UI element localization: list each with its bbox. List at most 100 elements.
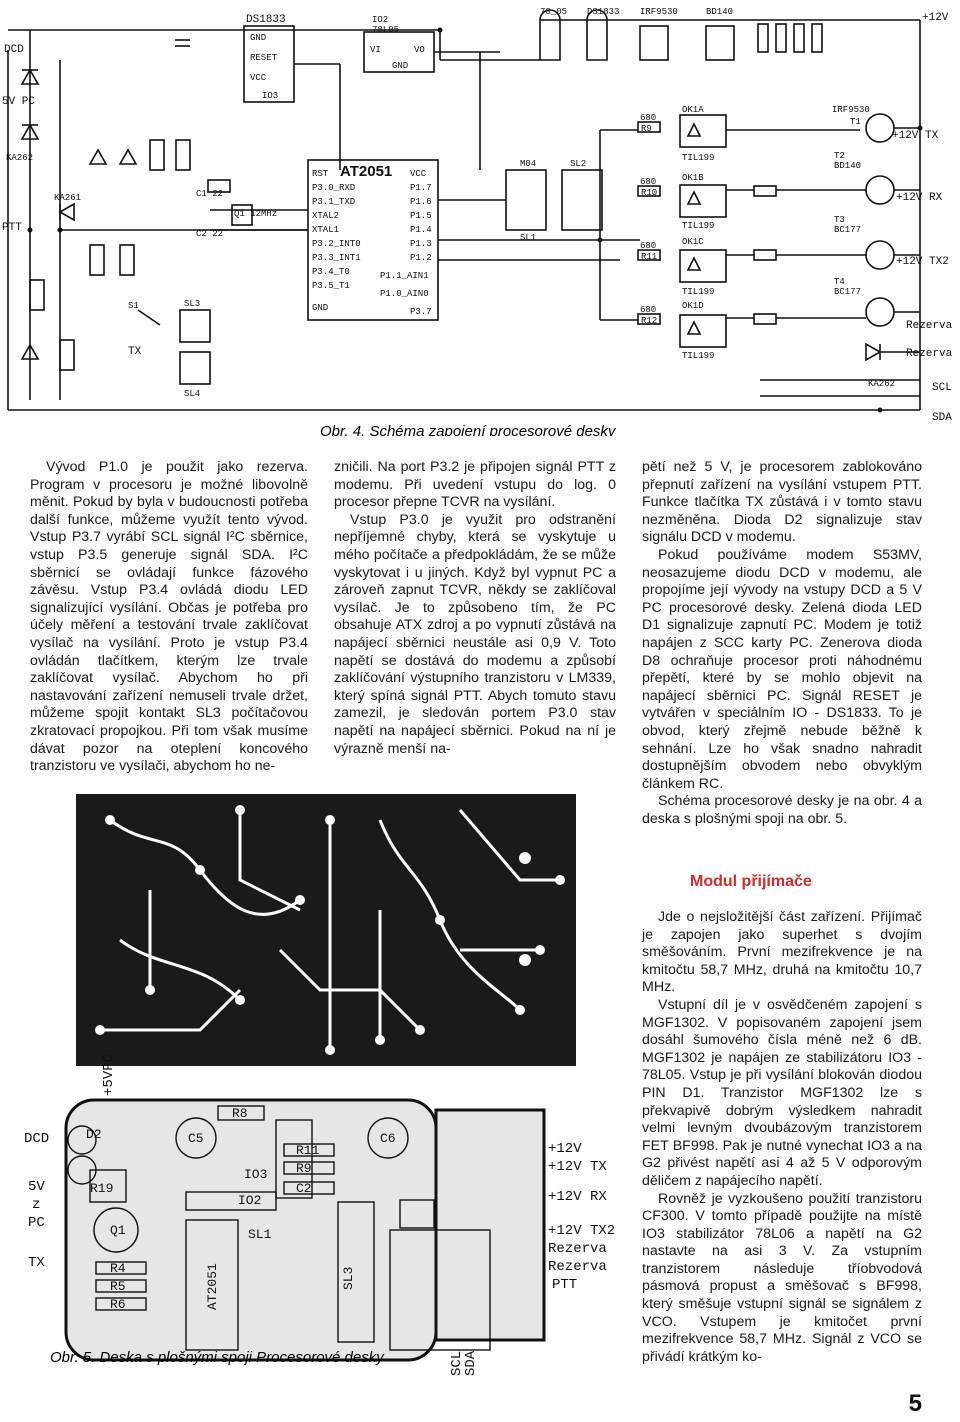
opto-r-ref: R10 (641, 188, 657, 198)
opto-r-ref: R9 (641, 124, 652, 134)
schematic-caption: Obr. 4. Schéma zapojení procesorové desk… (320, 423, 617, 436)
pcb-label-ptt: PTT (552, 1277, 577, 1293)
crystal-label: Q1 12MHz (234, 209, 277, 219)
mcu-pin: XTAL1 (312, 225, 339, 235)
pcb-part-label: C2 (296, 1181, 312, 1196)
schematic-label-sda: SDA (932, 412, 952, 424)
pcb-label-scl: SCL (449, 1351, 465, 1376)
reg-pin: VO (414, 45, 425, 55)
opto-r-value: 680 (640, 177, 656, 187)
opto-r-value: 680 (640, 113, 656, 123)
diode-type: KA262 (868, 379, 895, 389)
opto-type: TIL199 (682, 351, 714, 361)
opto-type: TIL199 (682, 153, 714, 163)
pcb-part-label: D2 (86, 1127, 102, 1142)
mcu-pin: P3.0_RXD (312, 183, 355, 193)
schematic-label-rezerva-1: Rezerva (906, 320, 953, 332)
mcu-pin: P3.3_INT1 (312, 253, 361, 263)
package-label: 78_05 (540, 7, 567, 17)
connector-label: SL3 (184, 299, 200, 309)
transistor-type: IRF9530 (832, 105, 870, 115)
article-column-3b: Jde o nejsložitější část zařízení. Přijí… (642, 909, 922, 1366)
paragraph: zničili. Na port P3.2 je připojen signál… (334, 459, 616, 511)
connector-label: SL2 (570, 159, 586, 169)
pcb-part-label: R19 (90, 1181, 113, 1196)
schematic-label-12v: +12V (922, 12, 949, 24)
paragraph: Jde o nejsložitější část zařízení. Přijí… (642, 909, 922, 996)
mcu-pin: P3.1_TXD (312, 197, 355, 207)
mcu-pin: P3.7 (410, 307, 432, 317)
transistor-ref: T4 (834, 277, 845, 287)
transistor-ref: T2 (834, 151, 845, 161)
paragraph: Schéma procesorové desky je na obr. 4 a … (642, 793, 922, 827)
pcb-part-label: Q1 (110, 1223, 126, 1238)
mcu-pin: P1.3 (410, 239, 432, 249)
opto-r-value: 680 (640, 241, 656, 251)
schematic-label-rezerva-2: Rezerva (906, 348, 953, 360)
package-label: IRF9530 (640, 7, 678, 17)
package-label: BD140 (706, 7, 733, 17)
package-label: DS1833 (587, 7, 619, 17)
mcu-name: AT2051 (340, 163, 392, 180)
pcb-label-dcd: DCD (24, 1131, 49, 1147)
connector-label: M04 (520, 159, 536, 169)
connector-label: SL4 (184, 389, 200, 399)
mcu-pin: P3.4_T0 (312, 267, 350, 277)
pcb-part-label: R4 (110, 1261, 126, 1276)
opto-type: TIL199 (682, 287, 714, 297)
pcb-part-label: R9 (296, 1161, 312, 1176)
switch-label: S1 (128, 301, 139, 311)
schematic-label-12v-rx: +12V RX (896, 192, 943, 204)
paragraph: Rovněž je vyzkoušeno použití tranzistoru… (642, 1190, 922, 1365)
pcb-label-z: z (32, 1197, 40, 1213)
paragraph: Vývod P1.0 je použit jako rezerva. Progr… (30, 459, 308, 775)
pcb-part-label: R8 (232, 1106, 248, 1121)
mcu-pin: GND (312, 303, 328, 313)
pcb-figure: DCD 5V z PC TX +5VPC +12V +12V TX +12V R… (24, 794, 615, 1376)
mcu-pin-labels: RST P3.0_RXD P3.1_TXD XTAL2 XTAL1 P3.2_I… (312, 169, 432, 317)
ds1833-ref: IO3 (262, 91, 278, 101)
opto-ref: OK1C (682, 237, 704, 247)
pcb-label-tx: TX (28, 1255, 45, 1271)
schematic-label-dcd: DCD (4, 44, 24, 56)
mcu-pin: RST (312, 169, 329, 179)
schematic-label-12v-tx: +12V TX (892, 130, 939, 142)
page-number: 5 (908, 1390, 922, 1417)
transistor-type: BC177 (834, 225, 861, 235)
mcu-pin: P1.7 (410, 183, 432, 193)
schematic-label-12v-tx2: +12V TX2 (896, 256, 949, 268)
schematic-label-5vpc: 5V PC (2, 96, 35, 108)
article-column-2: zničili. Na port P3.2 je připojen signál… (334, 459, 616, 758)
diode-type: KA261 (54, 193, 81, 203)
schematic-label-ptt: PTT (2, 222, 22, 234)
article-column-1: Vývod P1.0 je použit jako rezerva. Progr… (30, 459, 308, 776)
transistor-type: BC177 (834, 287, 861, 297)
mcu-pin: P1.0_AIN0 (380, 289, 429, 299)
pcb-part-label: R11 (296, 1143, 320, 1158)
ds1833-name: DS1833 (246, 14, 286, 26)
paragraph: Pokud používáme modem S53MV, neosazujeme… (642, 546, 922, 792)
opto-r-value: 680 (640, 305, 656, 315)
cap-label: C2 22 (196, 229, 223, 239)
pcb-label-rezerva-2: Rezerva (548, 1259, 607, 1275)
paragraph: Vstupní díl je v osvědčeném zapojení s M… (642, 996, 922, 1189)
section-heading: Modul přijímače (690, 873, 812, 890)
ds1833-pin: RESET (250, 53, 278, 63)
mcu-pin: P3.2_INT0 (312, 239, 361, 249)
opto-r-ref: R12 (641, 316, 657, 326)
pcb-label-5vpc: +5VPC (101, 1054, 117, 1096)
pcb-caption: Obr. 5. Deska s plošnými spoji Procesoro… (50, 1349, 385, 1366)
transistor-ref: T1 (850, 117, 861, 127)
diode-type: KA262 (6, 153, 33, 163)
pcb-part-label: R6 (110, 1297, 126, 1312)
mcu-pin: P1.5 (410, 211, 432, 221)
reg-ref: IO2 (372, 15, 388, 25)
transistor-type: BD140 (834, 161, 861, 171)
opto-ref: OK1A (682, 105, 704, 115)
pcb-part-label: SL1 (248, 1227, 272, 1242)
pcb-label-12v: +12V (548, 1141, 582, 1157)
paragraph: pětí než 5 V, je procesorem zablokováno … (642, 459, 922, 546)
cap-label: C1 22 (196, 189, 223, 199)
pcb-part-label: R5 (110, 1279, 126, 1294)
pcb-part-label: AT2051 (205, 1263, 220, 1310)
